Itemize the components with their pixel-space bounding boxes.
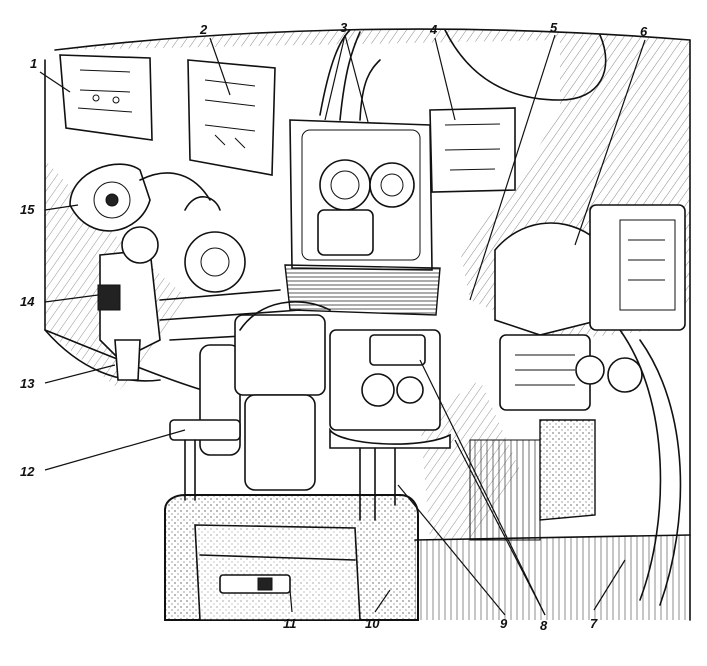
- callout-6: 6: [640, 24, 648, 39]
- callout-11: 11: [283, 616, 297, 631]
- callout-7: 7: [590, 616, 598, 631]
- leader-lines: [39, 34, 646, 616]
- pump-assembly-12: [169, 301, 331, 501]
- callout-10: 10: [365, 616, 380, 631]
- seat-10-11: [164, 494, 419, 621]
- callout-8: 8: [540, 618, 548, 633]
- callout-9: 9: [500, 616, 508, 631]
- lamp-15: [69, 163, 221, 232]
- callouts: 1 2 3 4 5 6 7 8 9 10 11 12 13 14 15: [20, 20, 648, 633]
- callout-5: 5: [550, 20, 558, 35]
- callout-15: 15: [20, 202, 35, 217]
- main-unit-3: [284, 29, 441, 316]
- callout-12: 12: [20, 464, 35, 479]
- floor-boards: [414, 329, 691, 620]
- box-1: [59, 54, 153, 141]
- callout-3: 3: [340, 20, 348, 35]
- mechanism-13-14: [97, 226, 301, 381]
- callout-2: 2: [199, 22, 208, 37]
- callout-1: 1: [30, 56, 37, 71]
- callout-14: 14: [20, 294, 35, 309]
- callout-13: 13: [20, 376, 35, 391]
- callout-4: 4: [429, 22, 438, 37]
- right-panel-5-6: [494, 204, 686, 521]
- box-2: [187, 59, 276, 176]
- box-4: [429, 107, 516, 193]
